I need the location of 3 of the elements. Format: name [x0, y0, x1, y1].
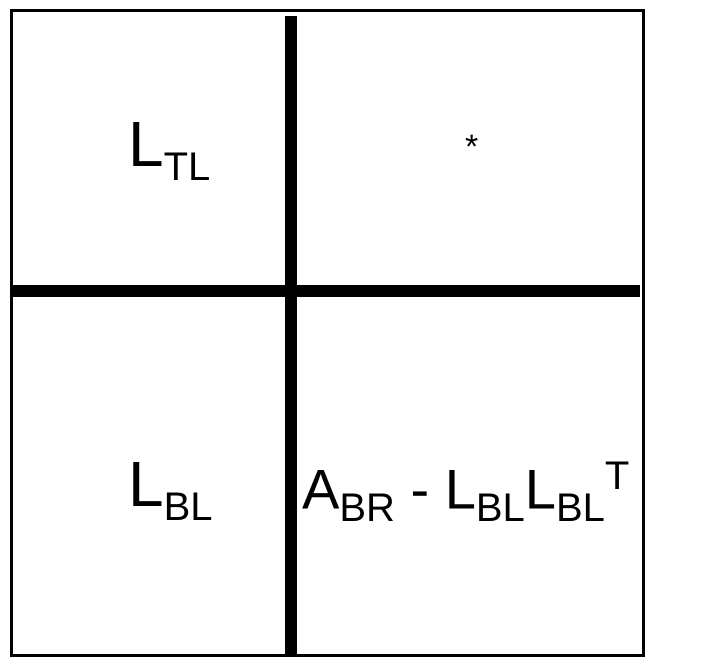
matrix-block-label: L$_{BL}$	[128, 452, 213, 527]
matrix-block-label: L$_{TL}$	[128, 112, 210, 187]
matrix-block-label: *	[465, 130, 478, 164]
